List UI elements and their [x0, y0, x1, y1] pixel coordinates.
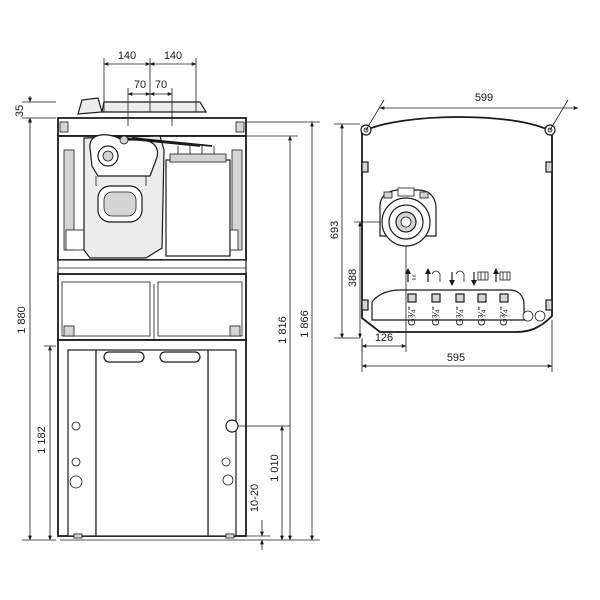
connection-size-label: G¾"	[431, 306, 442, 326]
dim-inner-left-70: 70	[134, 79, 146, 91]
dim-diagonal-width-599: 599	[475, 92, 493, 104]
hot-water-icon	[425, 268, 441, 282]
connection-size-label: G¾"	[455, 306, 466, 326]
connection-size-label: G¾"	[499, 306, 510, 326]
dim-lower-height-1182: 1 182	[36, 426, 48, 454]
flue-collar	[77, 97, 208, 115]
storage-tank	[57, 339, 247, 539]
dim-height-1866: 1 866	[299, 310, 311, 338]
hydraulic-module	[165, 146, 231, 257]
lower-cabinet-upper	[57, 273, 247, 341]
middle-shelf	[57, 259, 247, 275]
dim-inner-right-70: 70	[155, 79, 167, 91]
heating-flow-icon	[405, 268, 416, 282]
dim-top-left-140: 140	[118, 50, 136, 62]
dim-width-595: 595	[447, 352, 465, 364]
cold-water-icon	[471, 271, 489, 286]
connections-row: G¾" G¾" G¾"	[405, 268, 511, 326]
connection-gas: G¾"	[449, 270, 466, 326]
connection-cold-water: G¾"	[471, 271, 489, 326]
connection-hot-water: G¾"	[425, 268, 442, 326]
top-view-housing	[360, 116, 556, 333]
top-view-dimensions: 599 693 388 126 595	[329, 92, 579, 372]
connection-size-label: G¾"	[407, 306, 418, 326]
connection-heating-return: G¾"	[493, 268, 511, 326]
top-cover	[57, 117, 247, 137]
dim-top-right-140: 140	[164, 50, 182, 62]
dim-height-1010: 1 010	[269, 454, 281, 482]
gas-icon	[449, 270, 465, 286]
connection-size-label: G¾"	[477, 306, 488, 326]
top-view: G¾" G¾" G¾"	[329, 92, 579, 372]
heating-return-icon	[493, 268, 511, 282]
front-view: 140 140 70 70 35 1 880 1 182	[14, 50, 320, 550]
flue-outlet	[379, 187, 437, 247]
dim-height-1816: 1 816	[277, 316, 289, 344]
heat-exchanger	[83, 134, 213, 259]
dim-depth-388: 388	[347, 269, 359, 287]
dim-depth-693: 693	[329, 221, 341, 239]
front-dimensions: 140 140 70 70 35 1 880 1 182	[14, 50, 320, 550]
dim-flue-offset-126: 126	[375, 332, 393, 344]
dim-top-35: 35	[14, 105, 26, 117]
connection-heating-flow: G¾"	[405, 268, 418, 326]
dim-total-height-1880: 1 880	[16, 306, 28, 334]
dim-feet-10-20: 10-20	[249, 484, 261, 512]
